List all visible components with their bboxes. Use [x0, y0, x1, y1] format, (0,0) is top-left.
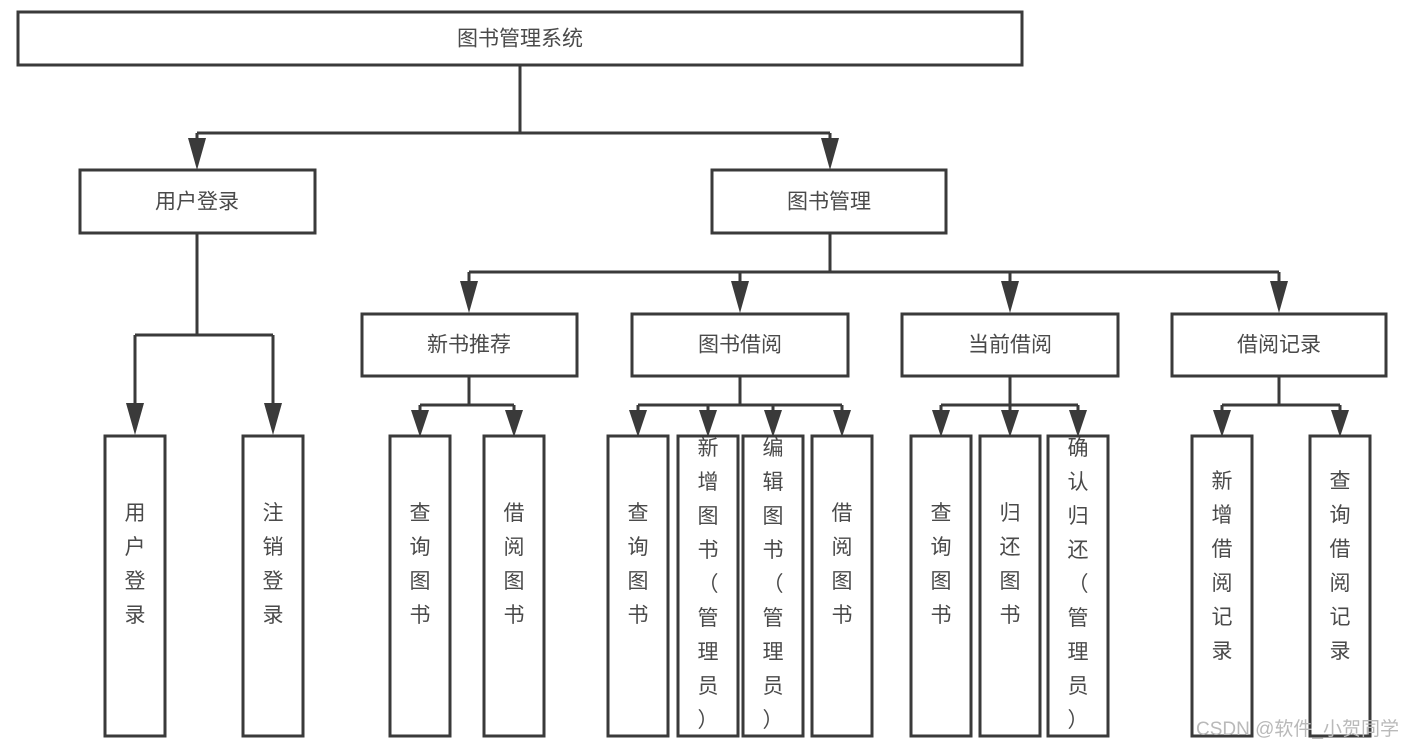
node-leaf-user-login[interactable]: 用户登录	[103, 434, 167, 738]
node-user-login-label: 用户登录	[155, 191, 239, 214]
node-leaf-confirm-return-box[interactable]	[1046, 434, 1110, 738]
node-leaf-query-book-2-label: 查询图书	[628, 502, 649, 627]
node-book-manage-box[interactable]	[710, 168, 948, 235]
node-leaf-edit-book-box[interactable]	[741, 434, 805, 738]
connector-group-new-book-recommend	[411, 376, 523, 437]
connector-group-root	[188, 65, 839, 170]
arrow-head-leaf-borrow-book-1	[505, 410, 523, 437]
node-leaf-borrow-book-1-label: 借阅图书	[504, 502, 525, 627]
arrow-head-leaf-return-book	[1001, 410, 1019, 437]
node-leaf-add-record-box[interactable]	[1190, 434, 1254, 738]
node-leaf-query-book-3-label: 查询图书	[931, 502, 952, 627]
node-book-borrow-label: 图书借阅	[698, 334, 782, 357]
node-leaf-query-book-3-box[interactable]	[909, 434, 973, 738]
node-leaf-query-book-3[interactable]: 查询图书	[909, 434, 973, 738]
node-new-book-recommend[interactable]: 新书推荐	[360, 312, 579, 378]
arrow-head-user-login	[188, 138, 206, 170]
arrow-head-leaf-edit-book	[764, 410, 782, 437]
node-new-book-recommend-label: 新书推荐	[427, 334, 511, 357]
node-borrow-record-box[interactable]	[1170, 312, 1388, 378]
node-leaf-confirm-return-label: 确认归还（管理员）	[1068, 437, 1089, 732]
node-leaf-query-record[interactable]: 查询借阅记录	[1308, 434, 1372, 738]
node-leaf-user-logout[interactable]: 注销登录	[241, 434, 305, 738]
node-leaf-query-record-box[interactable]	[1308, 434, 1372, 738]
node-root-box[interactable]	[16, 10, 1024, 67]
node-leaf-query-book-1-label: 查询图书	[410, 502, 431, 627]
node-borrow-record-label: 借阅记录	[1237, 334, 1321, 357]
arrow-head-leaf-add-record	[1213, 410, 1231, 437]
node-leaf-borrow-book-1-box[interactable]	[482, 434, 546, 738]
node-leaf-user-login-box[interactable]	[103, 434, 167, 738]
node-leaf-user-login-label: 用户登录	[125, 502, 146, 627]
arrow-head-book-borrow	[731, 281, 749, 313]
arrow-head-leaf-confirm-return	[1069, 410, 1087, 437]
node-leaf-user-logout-box[interactable]	[241, 434, 305, 738]
node-leaf-edit-book-label: 编辑图书（管理员）	[763, 437, 784, 732]
node-leaf-add-record[interactable]: 新增借阅记录	[1190, 434, 1254, 738]
node-leaf-query-book-2[interactable]: 查询图书	[606, 434, 670, 738]
node-book-borrow-box[interactable]	[630, 312, 850, 378]
csdn-watermark: CSDN @软件_小贺同学	[1196, 718, 1399, 740]
arrow-head-leaf-query-record	[1331, 410, 1349, 437]
arrow-head-leaf-query-book-1	[411, 410, 429, 437]
node-book-manage-label: 图书管理	[787, 191, 871, 214]
node-leaf-add-book[interactable]: 新增图书（管理员）	[676, 434, 740, 738]
node-root[interactable]: 图书管理系统	[16, 10, 1024, 67]
node-leaf-query-book-2-box[interactable]	[606, 434, 670, 738]
node-new-book-recommend-box[interactable]	[360, 312, 579, 378]
node-leaf-edit-book[interactable]: 编辑图书（管理员）	[741, 434, 805, 738]
node-leaf-borrow-book-1[interactable]: 借阅图书	[482, 434, 546, 738]
node-current-borrow-box[interactable]	[900, 312, 1120, 378]
node-leaf-borrow-book-2-label: 借阅图书	[832, 502, 853, 627]
arrow-head-book-manage	[821, 138, 839, 170]
node-leaf-query-book-1[interactable]: 查询图书	[388, 434, 452, 738]
arrow-head-leaf-query-book-3	[932, 410, 950, 437]
connector-group-book-borrow	[629, 376, 851, 437]
node-leaf-query-record-label: 查询借阅记录	[1330, 470, 1351, 663]
node-user-login[interactable]: 用户登录	[78, 168, 317, 235]
node-current-borrow-label: 当前借阅	[968, 334, 1052, 357]
connector-group-book-manage	[460, 233, 1288, 313]
node-leaf-confirm-return[interactable]: 确认归还（管理员）	[1046, 434, 1110, 738]
node-leaf-query-book-1-box[interactable]	[388, 434, 452, 738]
node-leaf-return-book-label: 归还图书	[1000, 502, 1021, 627]
arrow-head-borrow-record	[1270, 281, 1288, 313]
node-current-borrow[interactable]: 当前借阅	[900, 312, 1120, 378]
connector-group-user-login	[126, 233, 282, 435]
arrow-head-current-borrow	[1001, 281, 1019, 313]
node-book-manage[interactable]: 图书管理	[710, 168, 948, 235]
connector-group-borrow-record	[1213, 376, 1349, 437]
node-leaf-return-book[interactable]: 归还图书	[978, 434, 1042, 738]
arrow-head-leaf-user-logout	[264, 403, 282, 435]
arrow-head-leaf-user-login	[126, 403, 144, 435]
arrow-head-leaf-borrow-book-2	[833, 410, 851, 437]
node-borrow-record[interactable]: 借阅记录	[1170, 312, 1388, 378]
node-user-login-box[interactable]	[78, 168, 317, 235]
arrow-head-leaf-add-book	[699, 410, 717, 437]
node-leaf-borrow-book-2-box[interactable]	[810, 434, 874, 738]
arrow-head-new-book-recommend	[460, 281, 478, 313]
node-book-borrow[interactable]: 图书借阅	[630, 312, 850, 378]
connector-group-current-borrow	[932, 376, 1087, 437]
node-leaf-user-logout-label: 注销登录	[263, 502, 284, 627]
node-leaf-add-book-box[interactable]	[676, 434, 740, 738]
node-leaf-return-book-box[interactable]	[978, 434, 1042, 738]
arrow-head-leaf-query-book-2	[629, 410, 647, 437]
node-root-label: 图书管理系统	[457, 28, 583, 51]
node-leaf-add-record-label: 新增借阅记录	[1212, 470, 1233, 663]
node-leaf-add-book-label: 新增图书（管理员）	[698, 437, 719, 732]
node-leaf-borrow-book-2[interactable]: 借阅图书	[810, 434, 874, 738]
